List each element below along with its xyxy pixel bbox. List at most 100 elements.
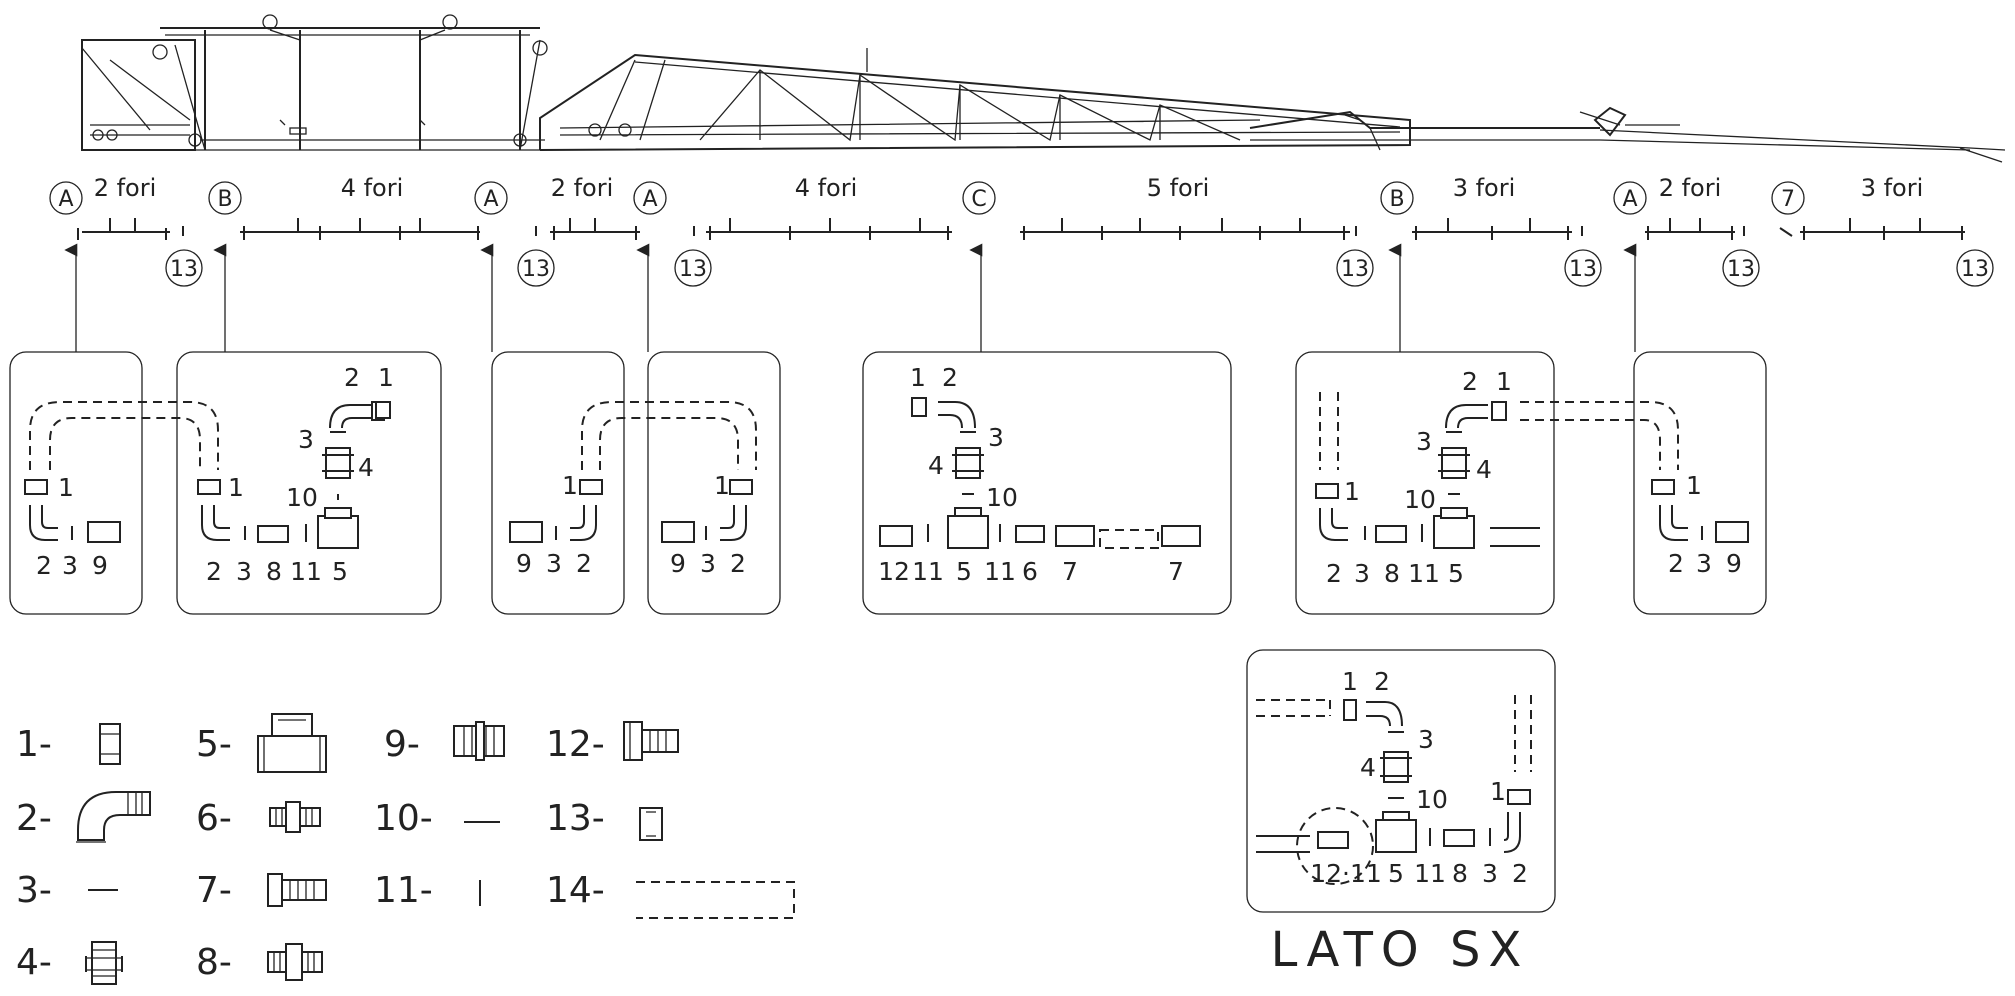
assembly-box-8 <box>1246 649 1556 913</box>
svg-text:1: 1 <box>1686 471 1702 500</box>
svg-text:3: 3 <box>1354 559 1370 588</box>
section-letter: B <box>217 187 232 212</box>
legend-number: 14- <box>546 870 605 911</box>
svg-text:12·11: 12·11 <box>1310 859 1382 888</box>
hose-dashed-icon <box>636 881 795 919</box>
svg-text:2: 2 <box>1462 367 1478 396</box>
assembly-box-7 <box>1633 351 1767 615</box>
box-labels: 1 2 3 9 2 1 3 4 10 1 2 3 8 11 5 1 9 3 2 … <box>36 363 1742 888</box>
svg-text:3: 3 <box>1482 859 1498 888</box>
svg-text:1: 1 <box>910 363 926 392</box>
svg-text:5: 5 <box>1448 559 1464 588</box>
svg-text:8: 8 <box>266 557 282 586</box>
legend: 1- 2- 3- 4- 5- 6- 7- 8- 9- 10- 11- 12- 1… <box>16 713 795 985</box>
svg-text:2: 2 <box>942 363 958 392</box>
elbow-icon <box>76 791 151 843</box>
fittings-box-3 <box>509 479 603 543</box>
svg-text:1: 1 <box>562 471 578 500</box>
legend-number: 9- <box>384 724 420 765</box>
section-7: A 2 fori 13 <box>1613 174 1760 287</box>
section-letter: A <box>58 187 73 212</box>
section-fori: 3 fori <box>1861 174 1924 202</box>
section-3: 13 2 fori A <box>517 174 667 287</box>
fittings-box-7 <box>1651 479 1749 543</box>
elbow-icon <box>29 505 58 541</box>
fittings-box-8 <box>1317 699 1531 853</box>
svg-text:10: 10 <box>986 483 1018 512</box>
svg-text:2: 2 <box>1668 549 1684 578</box>
section-letter: C <box>971 187 986 212</box>
svg-text:2: 2 <box>36 551 52 580</box>
svg-text:5: 5 <box>956 557 972 586</box>
legend-number: 10- <box>374 798 433 839</box>
end-plug-label: 13 <box>1341 257 1369 282</box>
svg-text:10: 10 <box>1416 785 1448 814</box>
svg-text:7: 7 <box>1062 557 1078 586</box>
fittings-box-4 <box>661 479 753 543</box>
legend-number: 11- <box>374 870 433 911</box>
svg-text:2: 2 <box>730 549 746 578</box>
section-2: B 4 fori A <box>208 174 508 240</box>
section-letter: A <box>642 187 657 212</box>
svg-text:4: 4 <box>358 453 374 482</box>
legend-number: 12- <box>546 724 605 765</box>
section-fori: 5 fori <box>1147 174 1210 202</box>
svg-text:8: 8 <box>1452 859 1468 888</box>
svg-text:4: 4 <box>928 451 944 480</box>
end-cap-icon <box>99 723 121 765</box>
svg-text:11: 11 <box>1414 859 1446 888</box>
svg-text:9: 9 <box>670 549 686 578</box>
section-fori: 2 fori <box>94 174 157 202</box>
svg-text:11: 11 <box>912 557 944 586</box>
section-letter: A <box>1622 187 1637 212</box>
legend-number: 2- <box>16 798 52 839</box>
svg-text:9: 9 <box>1726 549 1742 578</box>
hose-adapter-icon <box>623 721 679 761</box>
legend-number: 4- <box>16 942 52 983</box>
union-icon <box>267 943 323 981</box>
svg-text:11: 11 <box>984 557 1016 586</box>
double-fitting-icon <box>453 721 505 761</box>
legend-number: 8- <box>196 942 232 983</box>
end-plug-label: 13 <box>1569 257 1597 282</box>
section-6: B 3 fori 13 <box>1380 174 1602 287</box>
label: 1 <box>58 473 74 502</box>
svg-text:5: 5 <box>332 557 348 586</box>
boom-frame-drawing <box>81 14 2006 163</box>
fittings-box-6 <box>1315 401 1507 549</box>
svg-text:1: 1 <box>228 473 244 502</box>
tee-icon <box>257 713 327 773</box>
svg-text:2: 2 <box>576 549 592 578</box>
fittings-box-1 <box>24 479 121 543</box>
legend-number: 5- <box>196 724 232 765</box>
svg-text:3: 3 <box>62 551 78 580</box>
end-plug-label: 13 <box>1727 257 1755 282</box>
svg-text:3: 3 <box>1418 725 1434 754</box>
double-fitting-icon <box>87 521 121 543</box>
svg-text:1: 1 <box>1342 667 1358 696</box>
svg-text:4: 4 <box>1476 455 1492 484</box>
svg-text:2: 2 <box>206 557 222 586</box>
svg-text:3: 3 <box>546 549 562 578</box>
coupling-icon <box>269 801 321 833</box>
svg-text:1: 1 <box>1496 367 1512 396</box>
fittings-box-2 <box>197 401 391 549</box>
section-letter: 7 <box>1781 187 1795 212</box>
svg-text:2: 2 <box>1512 859 1528 888</box>
section-1: A 2 fori 13 <box>49 174 203 287</box>
section-letter-circle <box>208 181 242 215</box>
svg-text:12: 12 <box>878 557 910 586</box>
svg-text:4: 4 <box>1360 753 1376 782</box>
end-plug-label: 13 <box>522 257 550 282</box>
end-plug-label: 13 <box>1961 257 1989 282</box>
end-plug-icon <box>639 807 663 841</box>
end-plug-label: 13 <box>679 257 707 282</box>
svg-text:9: 9 <box>516 549 532 578</box>
assembly-box-6 <box>1295 351 1555 615</box>
svg-text:1: 1 <box>378 363 394 392</box>
section-fori: 4 fori <box>341 174 404 202</box>
svg-text:2: 2 <box>1326 559 1342 588</box>
assembly-box-1 <box>9 351 143 615</box>
svg-text:11: 11 <box>290 557 322 586</box>
